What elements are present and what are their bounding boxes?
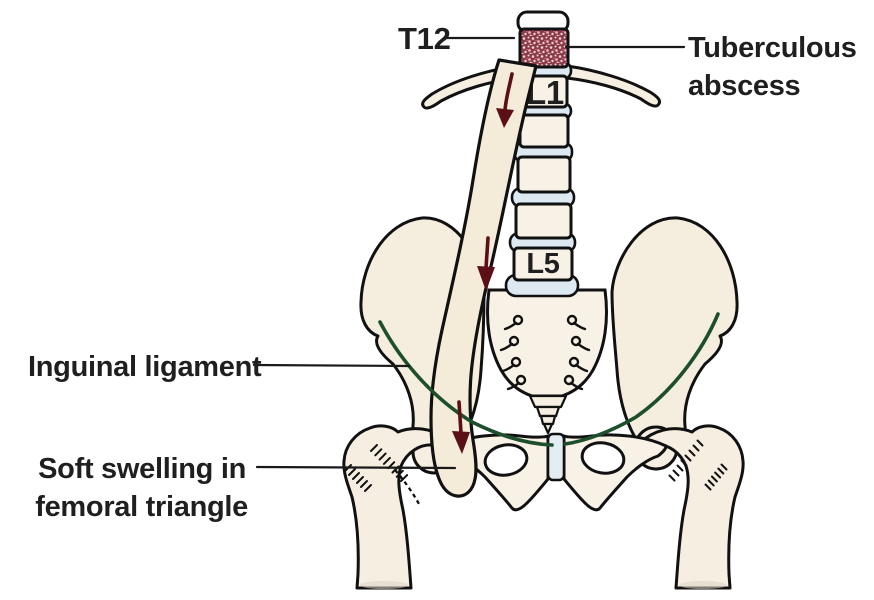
- coccyx-bone: [528, 394, 568, 435]
- flow-arrow-3-head: [452, 431, 470, 454]
- l2-vertebra: [518, 113, 570, 149]
- pubic-region: [444, 432, 668, 512]
- label-t12: T12: [398, 21, 451, 56]
- label-soft-swelling-line1: Soft swelling in: [38, 453, 246, 485]
- flow-arrow-1-shaft: [503, 72, 514, 112]
- sacrum-coccyx: [486, 288, 608, 435]
- left-inguinal-ligament-line: [378, 320, 554, 447]
- flow-arrow-3-shaft: [457, 400, 463, 435]
- flow-arrow-2-head: [477, 266, 495, 291]
- abscess-flow-arrows: [452, 72, 514, 454]
- right-iliac-wing: [610, 216, 739, 454]
- right-inguinal-ligament-line: [563, 312, 720, 446]
- pubic-symphysis: [546, 432, 566, 482]
- t12-vertebra-abscess: [518, 27, 570, 69]
- right-obturator-foramen: [580, 441, 626, 475]
- soft-swelling-pointer-line: [255, 465, 457, 470]
- inguinal-ligament-pointer-line: [252, 363, 411, 368]
- label-soft-swelling-line2: femoral triangle: [35, 491, 248, 523]
- label-l5: L5: [526, 248, 559, 280]
- right-rib-bone: [565, 64, 662, 108]
- right-femur-hatching: [668, 439, 728, 491]
- label-tuberculous-abscess-line1: Tuberculous: [688, 32, 857, 64]
- annotations: T12 Tuberculous abscess Inguinal ligamen…: [28, 21, 857, 523]
- left-obturator-foramen: [483, 443, 529, 477]
- l3-vertebra: [516, 155, 572, 194]
- right-femur-bone: [644, 424, 745, 590]
- inguinal-ligaments: [378, 312, 720, 447]
- sacral-foramina: [499, 314, 591, 391]
- left-femur-bone: [342, 424, 448, 590]
- flow-arrow-2-shaft: [484, 236, 490, 270]
- left-femur-cut-shading: [360, 581, 408, 589]
- label-inguinal-ligament: Inguinal ligament: [28, 351, 262, 383]
- sacrum-bone: [486, 288, 608, 398]
- right-femur-cut-shading: [679, 581, 727, 589]
- l4-vertebra: [514, 202, 573, 240]
- left-femur-hatching: [344, 444, 421, 505]
- label-tuberculous-abscess-line2: abscess: [688, 70, 800, 102]
- flow-arrow-1-head: [496, 108, 514, 128]
- l5-vertebra: [512, 246, 574, 282]
